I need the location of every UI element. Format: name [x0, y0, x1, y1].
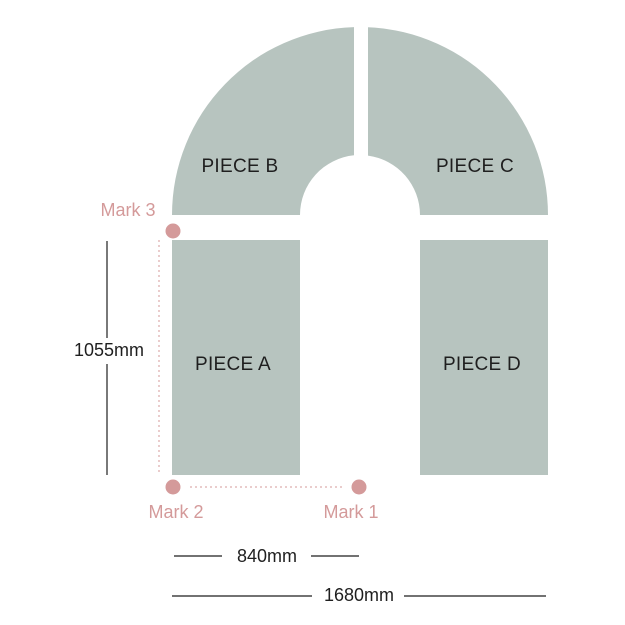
piece-a-shape: [172, 240, 300, 475]
mark-2-dot: [165, 479, 181, 495]
mark-1-dot: [351, 479, 367, 495]
mark-2-label: Mark 2: [148, 502, 203, 522]
half-width-dimension-label: 840mm: [237, 546, 297, 566]
piece-c-shape: [368, 27, 548, 216]
piece-a-label: PIECE A: [195, 354, 271, 375]
piece-b-label: PIECE B: [201, 156, 278, 177]
height-dimension-label: 1055mm: [74, 340, 144, 360]
piece-c-label: PIECE C: [436, 156, 514, 177]
piece-d-shape: [420, 240, 548, 475]
mark-3-dot: [165, 223, 181, 239]
piece-d-label: PIECE D: [443, 354, 521, 375]
mark-3-label: Mark 3: [100, 200, 155, 220]
mark-1-label: Mark 1: [323, 502, 378, 522]
full-width-dimension-label: 1680mm: [324, 585, 394, 605]
piece-b-shape: [172, 27, 354, 215]
